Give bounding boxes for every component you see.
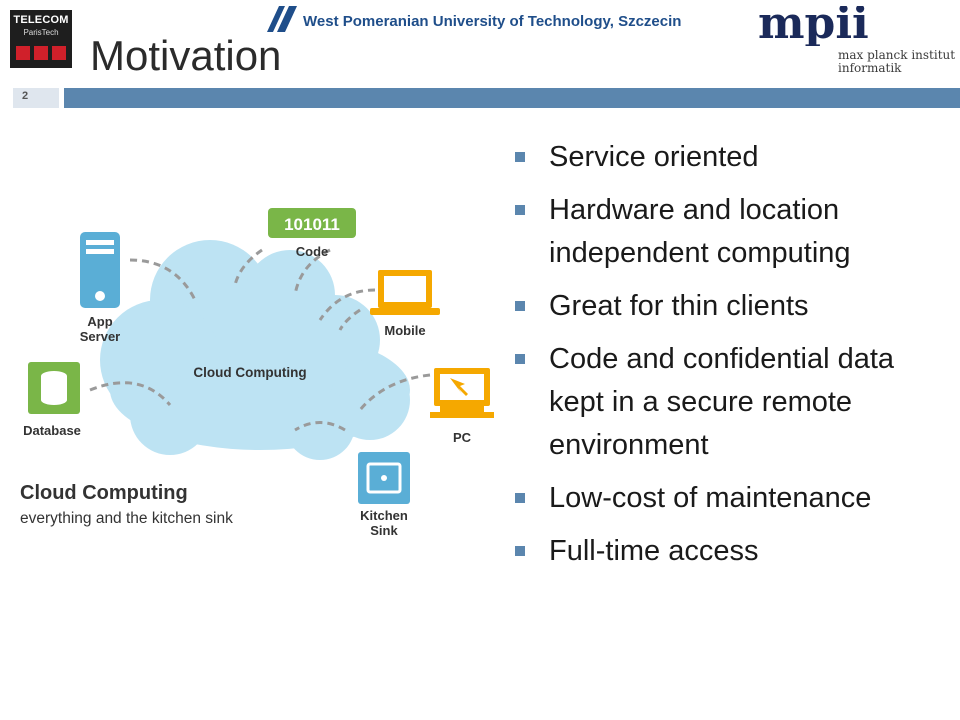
telecom-logo-line2: ParisTech bbox=[23, 28, 59, 37]
bullet-square-icon bbox=[515, 205, 525, 215]
cloud-shape bbox=[100, 240, 410, 460]
slide-number-box bbox=[13, 88, 59, 108]
connection-arrows bbox=[89, 248, 431, 432]
app-server-label-1: App bbox=[87, 314, 112, 329]
slide-number: 2 bbox=[21, 90, 29, 102]
mpi-line1: max planck institut bbox=[838, 48, 956, 62]
university-logo-icon bbox=[267, 6, 297, 32]
bullet-item: Low-cost of maintenance bbox=[515, 477, 955, 520]
mpi-line2: informatik bbox=[838, 61, 902, 75]
bullet-square-icon bbox=[515, 354, 525, 364]
kitchen-label-2: Sink bbox=[370, 523, 398, 538]
app-server-label-2: Server bbox=[80, 329, 120, 344]
telecom-logo-emblem bbox=[16, 46, 66, 60]
pc-label: PC bbox=[453, 430, 472, 445]
mpi-logo: mpii max planck institut informatik bbox=[758, 0, 956, 75]
bullet-item: Great for thin clients bbox=[515, 285, 955, 328]
university-name: West Pomeranian University of Technology… bbox=[303, 13, 682, 30]
telecom-paristech-logo: TELECOM ParisTech bbox=[10, 10, 72, 68]
database-label: Database bbox=[23, 423, 81, 438]
mpi-logo-mark: mpii bbox=[758, 0, 869, 49]
bullet-item: Service oriented bbox=[515, 136, 955, 179]
code-label: Code bbox=[296, 244, 329, 259]
cloud-label: Cloud Computing bbox=[193, 365, 306, 380]
bullet-item: Full-time access bbox=[515, 530, 955, 573]
bullet-square-icon bbox=[515, 301, 525, 311]
mobile-label: Mobile bbox=[384, 323, 425, 338]
kitchen-label-1: Kitchen bbox=[360, 508, 408, 523]
page-title: Motivation bbox=[90, 32, 282, 79]
figure-caption-subtitle: everything and the kitchen sink bbox=[20, 510, 233, 527]
svg-text:mpii: mpii bbox=[758, 6, 869, 46]
telecom-logo-line1: TELECOM bbox=[13, 14, 69, 26]
bullet-square-icon bbox=[515, 152, 525, 162]
bullet-square-icon bbox=[515, 493, 525, 503]
bullet-list: Service oriented Hardware and location i… bbox=[515, 136, 955, 583]
figure-caption-title: Cloud Computing bbox=[20, 482, 188, 504]
bullet-square-icon bbox=[515, 546, 525, 556]
code-badge bbox=[268, 208, 356, 238]
bullet-item: Code and confidential data kept in a sec… bbox=[515, 338, 955, 467]
code-value: 101011 bbox=[284, 215, 340, 234]
title-bar bbox=[64, 88, 960, 108]
cloud-computing-diagram: 101011 Code App Server Mobile Cloud Comp… bbox=[23, 208, 494, 538]
bullet-item: Hardware and location independent comput… bbox=[515, 189, 955, 275]
